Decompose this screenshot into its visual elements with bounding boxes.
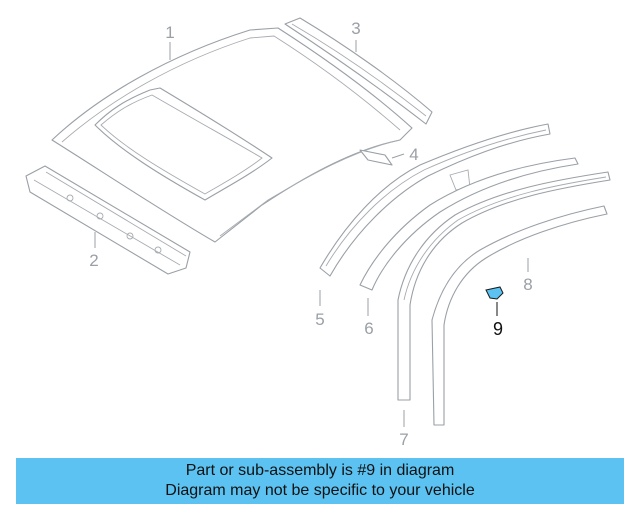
callout-7: 7 [399,430,408,449]
callout-2: 2 [89,251,98,270]
parts-diagram: 1 2 3 4 5 6 7 8 9 [25,17,611,449]
clip-part-9 [485,286,504,300]
callout-4: 4 [409,145,418,164]
door-weatherstrip [397,171,611,401]
callout-3: 3 [351,19,360,38]
callout-1: 1 [165,23,174,42]
callout-8: 8 [523,275,532,294]
banner-line-1: Part or sub-assembly is #9 in diagram [185,462,455,479]
callout-9: 9 [493,319,503,339]
inner-molding [359,157,579,291]
roof-panel [51,27,413,243]
roof-bracket [359,149,393,166]
callout-5: 5 [315,310,324,329]
leader-4 [391,153,405,159]
banner-line-2: Diagram may not be specific to your vehi… [165,482,475,499]
info-banner: Part or sub-assembly is #9 in diagram Di… [16,458,624,504]
rear-roof-rail [284,17,433,125]
front-header-rail [25,165,191,275]
callout-6: 6 [364,319,373,338]
sunroof-opening [94,87,273,201]
roof-side-trim [431,205,608,426]
